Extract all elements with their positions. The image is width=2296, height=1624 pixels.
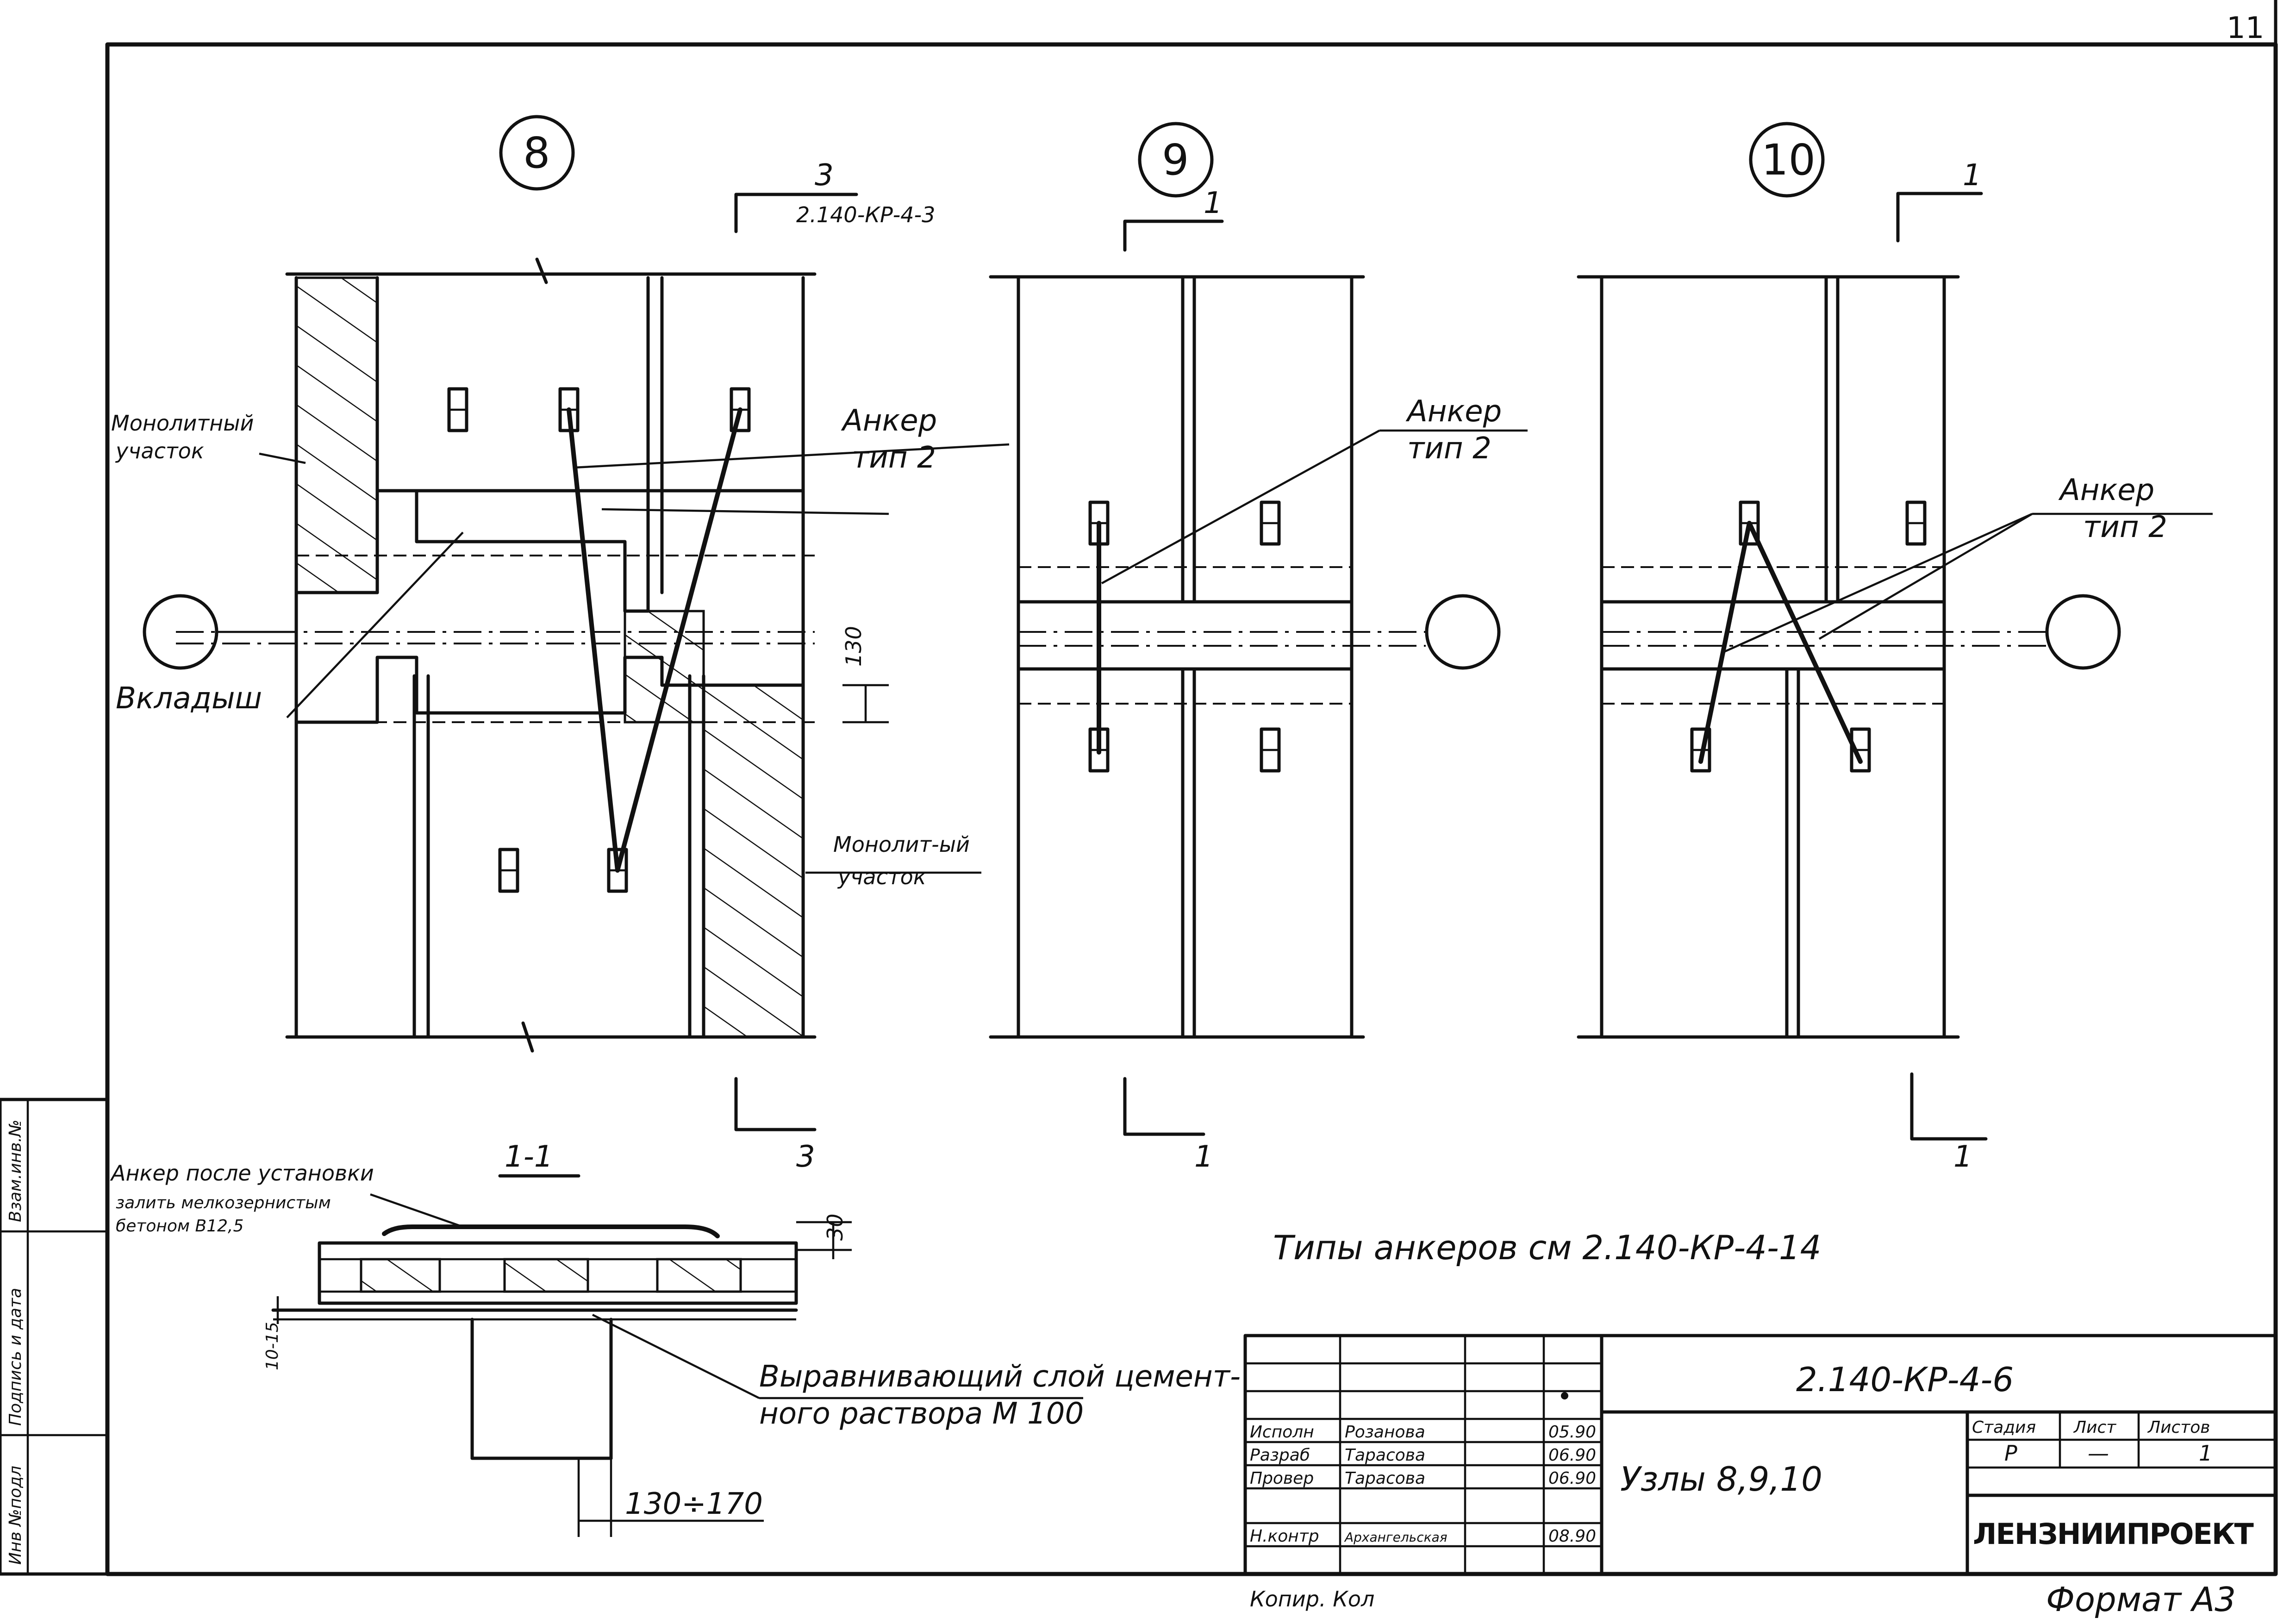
node-8-drawing: 8 (143, 115, 1010, 1131)
section-ref-8-bottom-num: 3 (796, 1140, 815, 1174)
vkladysh-label: Вкладыш (116, 681, 262, 716)
anchor-8-line1: Анкер (841, 404, 937, 438)
row-date-1: 05.90 (1548, 1423, 1596, 1442)
leveling-note-line2: ного раствора М 100 (759, 1397, 1084, 1431)
anchor-types-note: Типы анкеров см 2.140-КР-4-14 (1273, 1228, 1821, 1267)
side-stamp (0, 1098, 109, 1576)
org-name: ЛЕНЗНИИПРОЕКТ (1973, 1517, 2254, 1551)
sheets-header: Листов (2147, 1418, 2210, 1437)
side-stamp-sign: Подпись и дата (6, 1288, 25, 1426)
section-title: 1-1 (505, 1140, 553, 1174)
side-stamp-vzam: Взам.инв.№ (6, 1119, 25, 1222)
row-date-3: 06.90 (1548, 1469, 1596, 1488)
row-name-2: Тарасова (1345, 1446, 1425, 1465)
copied-label: Копир. Кол (1250, 1587, 1374, 1612)
node-9-drawing: 9 (989, 122, 1528, 1136)
sheet-header: Лист (2073, 1418, 2116, 1437)
section-ref-8-top-num: 3 (815, 158, 834, 193)
dim-130-label: 130 (841, 626, 866, 667)
row-date-2: 06.90 (1548, 1446, 1596, 1465)
anchor-10-line1: Анкер (2058, 473, 2154, 507)
sheets-value: 1 (2199, 1441, 2212, 1466)
section-ref-10-bottom-num: 1 (1953, 1140, 1972, 1174)
stage-value: Р (2004, 1441, 2017, 1466)
section-1-1-drawing (271, 1174, 1083, 1537)
row-role-1: Исполн (1250, 1423, 1314, 1442)
section-note-line1: Анкер после установки (110, 1161, 374, 1186)
sheet-number: 11 (2227, 11, 2264, 45)
leveling-note-line1: Выравнивающий слой цемент- (759, 1360, 1241, 1394)
doc-title: Узлы 8,9,10 (1620, 1460, 1822, 1499)
anchor-10-line2: тип 2 (2083, 510, 2167, 544)
dim-10-15-label: 10-15 (263, 1322, 282, 1370)
format-label: Формат А3 (2046, 1580, 2236, 1619)
section-note-line2: залить мелкозернистым (116, 1193, 331, 1212)
anchor-9-line1: Анкер (1405, 394, 1502, 429)
row-date-4: 08.90 (1548, 1527, 1596, 1546)
anchor-8-line2: тип 2 (852, 441, 936, 475)
monolith-bottom-line2: участок (837, 864, 926, 889)
node-8-number: 8 (523, 128, 550, 178)
row-role-2: Разраб (1250, 1446, 1310, 1465)
row-role-3: Провер (1250, 1469, 1314, 1488)
row-name-4: Архангельская (1344, 1530, 1447, 1545)
section-ref-8-top-doc: 2.140-КР-4-3 (796, 202, 935, 227)
row-role-4: Н.контр (1250, 1527, 1319, 1546)
sheet-frame (105, 42, 2278, 1576)
section-note-line3: бетоном В12,5 (116, 1217, 243, 1236)
section-ref-9-bottom-num: 1 (1194, 1140, 1213, 1174)
section-ref-9-top-num: 1 (1204, 186, 1223, 220)
stage-header: Стадия (1972, 1418, 2036, 1437)
anchor-9-line2: тип 2 (1407, 431, 1491, 466)
dim-30-label: 30 (823, 1213, 848, 1241)
dim-130-170-label: 130÷170 (625, 1487, 763, 1521)
side-stamp-inv: Инв №подл (6, 1466, 25, 1565)
row-name-3: Тарасова (1345, 1469, 1425, 1488)
sheet-value: — (2088, 1441, 2109, 1466)
title-block-frame (1243, 1334, 2277, 1576)
monolith-top-line1: Монолитный (111, 411, 254, 436)
node-10-number: 10 (1761, 135, 1816, 185)
monolith-bottom-line1: Монолит-ый (833, 832, 970, 857)
section-ref-10-top-num: 1 (1963, 158, 1982, 193)
monolith-top-line2: участок (115, 438, 204, 463)
node-10-drawing: 10 (1577, 122, 2213, 1141)
doc-code: 2.140-КР-4-6 (1796, 1360, 2014, 1399)
row-name-1: Розанова (1345, 1423, 1425, 1442)
node-9-number: 9 (1162, 135, 1189, 185)
